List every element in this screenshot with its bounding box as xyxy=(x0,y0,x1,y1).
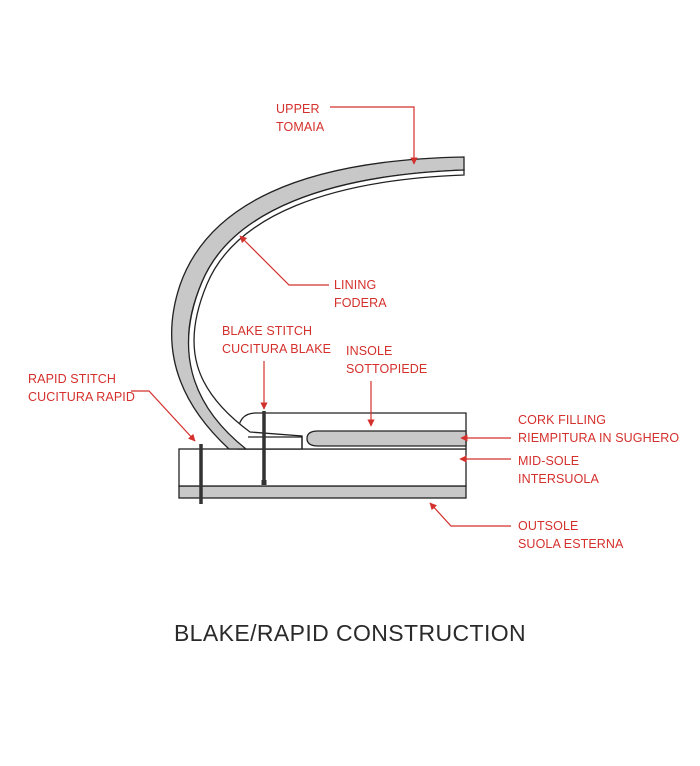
blake-stitch-label-it: CUCITURA BLAKE xyxy=(222,342,332,356)
blake-stitch-label-en: BLAKE STITCH xyxy=(222,324,313,338)
lining-turn-in xyxy=(248,436,303,449)
lining-leader xyxy=(239,235,329,286)
cork-filling-label-it: RIEMPITURA IN SUGHERO xyxy=(518,431,680,445)
blake-stitch-label: BLAKE STITCH CUCITURA BLAKE xyxy=(222,322,331,358)
insole-label: INSOLE SOTTOPIEDE xyxy=(346,342,427,378)
outsole-leader xyxy=(429,502,511,527)
outsole-label-it: SUOLA ESTERNA xyxy=(518,537,624,551)
rapid-stitch-label-en: RAPID STITCH xyxy=(28,372,117,386)
insole-label-en: INSOLE xyxy=(346,344,393,358)
upper-label: UPPER TOMAIA xyxy=(276,100,324,136)
insole-label-it: SOTTOPIEDE xyxy=(346,362,428,376)
midsole-label-en: MID-SOLE xyxy=(518,454,580,468)
cork-filling-label: CORK FILLING RIEMPITURA IN SUGHERO xyxy=(518,411,679,447)
upper-label-it: TOMAIA xyxy=(276,120,325,134)
lining-label: LINING FODERA xyxy=(334,276,387,312)
blake-stitch-knot xyxy=(261,480,267,485)
midsole-label-it: INTERSUOLA xyxy=(518,472,599,486)
upper-leader xyxy=(330,106,418,165)
lining-label-it: FODERA xyxy=(334,296,387,310)
midsole-shape xyxy=(178,448,467,487)
rapid-stitch-label: RAPID STITCH CUCITURA RAPID xyxy=(28,370,135,406)
lining-shape xyxy=(187,169,465,450)
rapid-stitch-label-it: CUCITURA RAPID xyxy=(28,390,135,404)
midsole-label: MID-SOLE INTERSUOLA xyxy=(518,452,599,488)
outsole-label-en: OUTSOLE xyxy=(518,519,579,533)
rapid-stitch-leader xyxy=(131,390,196,442)
lining-label-en: LINING xyxy=(334,278,377,292)
diagram-title: BLAKE/RAPID CONSTRUCTION xyxy=(173,620,527,646)
outsole-shape xyxy=(178,485,467,499)
cork-filling-label-en: CORK FILLING xyxy=(518,413,607,427)
cork-filling-shape xyxy=(306,430,467,447)
outsole-label: OUTSOLE SUOLA ESTERNA xyxy=(518,517,624,553)
upper-label-en: UPPER xyxy=(276,102,320,116)
